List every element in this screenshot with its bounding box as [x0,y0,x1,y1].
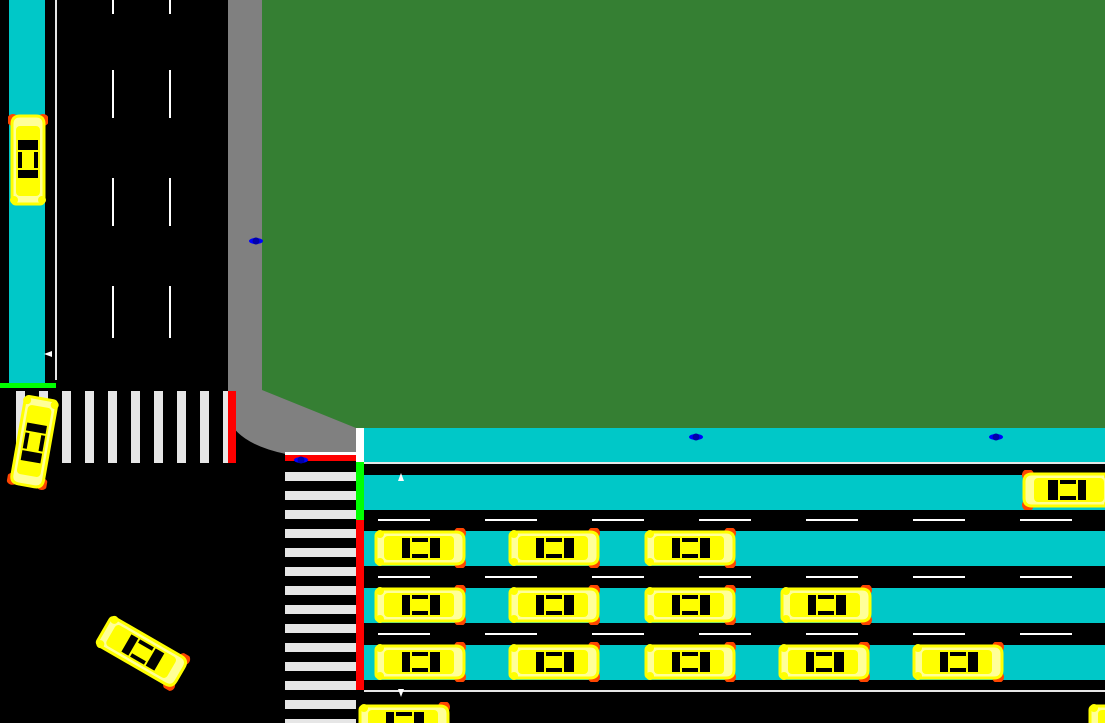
car-icon [372,641,468,683]
stop-line-east [356,428,364,462]
lane-arrow-icon [44,342,52,357]
lane-arrow-icon [398,682,404,697]
signal-east-green [356,462,364,520]
pedestrian-icon [249,232,263,245]
lane-dash [1020,576,1072,578]
car-icon [6,391,62,492]
lane-dash [112,70,114,118]
car-icon [372,584,468,626]
car-icon [642,584,738,626]
car-icon [506,584,602,626]
lane-dash [806,576,858,578]
lane-dash [378,576,430,578]
lane-dash [592,633,644,635]
car-icon [776,641,872,683]
lane-dash [169,0,171,14]
lane-dash [699,633,751,635]
lane-dash [485,519,537,521]
lane-dash [806,633,858,635]
car-icon [1086,702,1105,723]
car-icon [642,527,738,569]
signal-east-red [356,520,364,690]
lane-dash [592,519,644,521]
lane-edge-line [364,462,1105,464]
lane-dash [112,286,114,338]
lane-dash [378,633,430,635]
crosswalk-west [285,462,356,723]
grass-area [262,0,1105,428]
sidewalk-corner [228,388,362,458]
lane-dash [169,286,171,338]
car-icon [372,527,468,569]
lane-dash [699,576,751,578]
lane-edge-line [364,690,1105,692]
lane-dash [806,519,858,521]
car-icon [1020,469,1105,511]
pedestrian-icon [294,451,308,464]
car-icon [910,641,1006,683]
lane-dash [378,519,430,521]
lane-edge-line [55,0,57,380]
car-icon [506,527,602,569]
signal-west-red [285,455,360,461]
pedestrian-icon [989,428,1003,441]
signal-crosswalk-red [228,391,236,463]
lane-arrow-icon [398,466,404,481]
lane-dash [112,0,114,14]
pedestrian-icon [689,428,703,441]
lane-dash [699,519,751,521]
lane-dash [1020,633,1072,635]
lane-dash [913,576,965,578]
stop-line [285,452,360,457]
sidewalk-vertical [228,0,262,392]
car-icon [642,641,738,683]
car-icon [506,641,602,683]
car-icon [356,701,452,723]
lane-dash [913,633,965,635]
lane-dash [112,178,114,226]
lane-highlight-1 [364,475,1105,510]
lane-dash [169,70,171,118]
car-icon [90,611,193,694]
car-icon [7,112,49,208]
lane-dash [1020,519,1072,521]
car-icon [778,584,874,626]
lane-dash [485,633,537,635]
lane-dash [913,519,965,521]
lane-dash [485,576,537,578]
lane-dash [169,178,171,226]
signal-north-green [0,383,56,388]
lane-highlight-sidewalk [364,428,1105,462]
lane-dash [592,576,644,578]
